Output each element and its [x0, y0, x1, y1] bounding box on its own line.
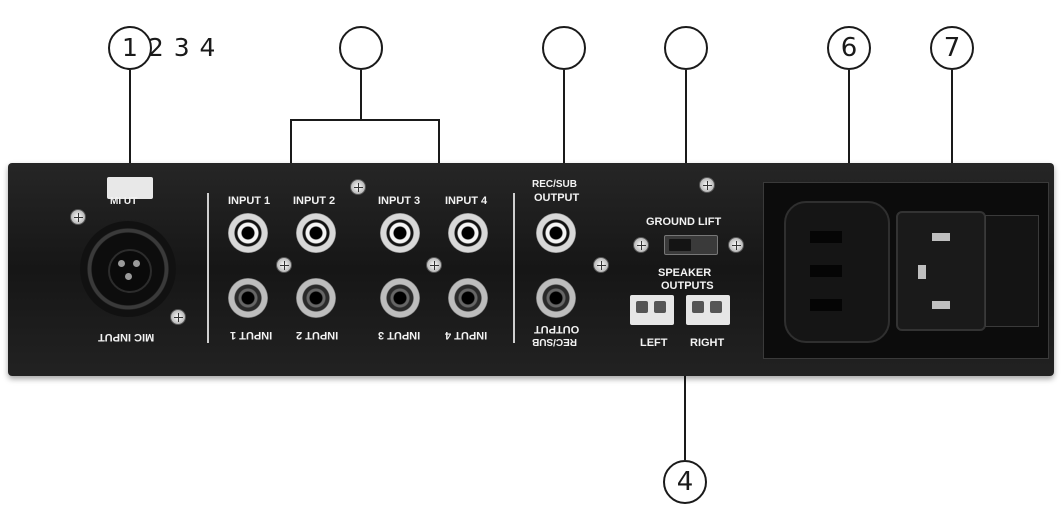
- rec-sub-top-label: REC/SUB: [532, 179, 578, 190]
- screw-icon: [170, 309, 186, 325]
- mic-top-label: MI UT: [110, 196, 138, 207]
- leader-line-6: [848, 70, 850, 165]
- callout-speaker-circle: 4: [663, 460, 707, 504]
- outputs-label: OUTPUTS: [661, 280, 714, 292]
- callout-6-circle: 6: [827, 26, 871, 70]
- iec-inlet-icon: [896, 211, 986, 331]
- leader-line-inputs-right: [438, 119, 440, 165]
- input-1-bottom-label: INPUT 1: [230, 329, 273, 341]
- mic-input-label: MIC INPUT: [98, 331, 155, 343]
- output-bottom-label: OUTPUT: [534, 323, 580, 335]
- screw-icon: [350, 179, 366, 195]
- rca-jack-icon: [536, 278, 576, 318]
- callout-sequence-1234: 1 2 3 4: [122, 33, 217, 62]
- input-2-label: INPUT 2: [293, 195, 336, 207]
- rca-jack-icon: [448, 278, 488, 318]
- rca-jack-icon: [380, 278, 420, 318]
- callout-ground-lift-circle: [664, 26, 708, 70]
- leader-line-inputs-left: [290, 119, 292, 165]
- screw-icon: [70, 209, 86, 225]
- fuse-drawer: [985, 215, 1039, 327]
- screw-icon: [276, 257, 292, 273]
- rca-jack-icon: [536, 213, 576, 253]
- divider-line: [207, 193, 209, 343]
- callout-inputs-circle: [339, 26, 383, 70]
- rca-jack-icon: [296, 278, 336, 318]
- xlr-connector-icon: [80, 221, 176, 317]
- rca-jack-icon: [380, 213, 420, 253]
- right-label: RIGHT: [690, 337, 725, 349]
- screw-icon: [699, 177, 715, 193]
- input-4-bottom-label: INPUT 4: [445, 329, 488, 341]
- leader-line-rec-sub: [563, 70, 565, 165]
- ground-lift-label: GROUND LIFT: [646, 216, 722, 228]
- leader-line-mic: [129, 70, 131, 180]
- screw-icon: [728, 237, 744, 253]
- rca-jack-icon: [228, 278, 268, 318]
- leader-line-speaker: [684, 374, 686, 460]
- speaker-label: SPEAKER: [658, 267, 712, 279]
- input-1-label: INPUT 1: [228, 195, 271, 207]
- divider-line: [513, 193, 515, 343]
- callout-7-circle: 7: [930, 26, 974, 70]
- iec-socket-icon: [784, 201, 890, 343]
- rca-jack-icon: [448, 213, 488, 253]
- rca-jack-icon: [228, 213, 268, 253]
- toggle-switch-icon[interactable]: [664, 235, 718, 255]
- input-3-bottom-label: INPUT 3: [378, 329, 421, 341]
- leader-line-7: [951, 70, 953, 165]
- leader-line-inputs-bar: [290, 119, 440, 121]
- callout-rec-sub-circle: [542, 26, 586, 70]
- rear-panel: MI UT MIC INPUT INPUT 1 INPUT 2 INPUT 3 …: [8, 163, 1054, 376]
- output-top-label: OUTPUT: [534, 192, 580, 204]
- screw-icon: [633, 237, 649, 253]
- terminal-block-icon: [686, 295, 730, 325]
- rec-sub-bottom-label: REC/SUB: [532, 336, 578, 347]
- screw-icon: [593, 257, 609, 273]
- input-3-label: INPUT 3: [378, 195, 421, 207]
- terminal-block-icon: [630, 295, 674, 325]
- mic-label-tab: [107, 177, 153, 199]
- rca-jack-icon: [296, 213, 336, 253]
- left-label: LEFT: [640, 337, 668, 349]
- callout-1-circle: [108, 26, 152, 70]
- leader-line-ground-lift: [685, 70, 687, 165]
- input-2-bottom-label: INPUT 2: [296, 329, 339, 341]
- input-4-label: INPUT 4: [445, 195, 488, 207]
- leader-line-inputs-stem: [360, 70, 362, 120]
- screw-icon: [426, 257, 442, 273]
